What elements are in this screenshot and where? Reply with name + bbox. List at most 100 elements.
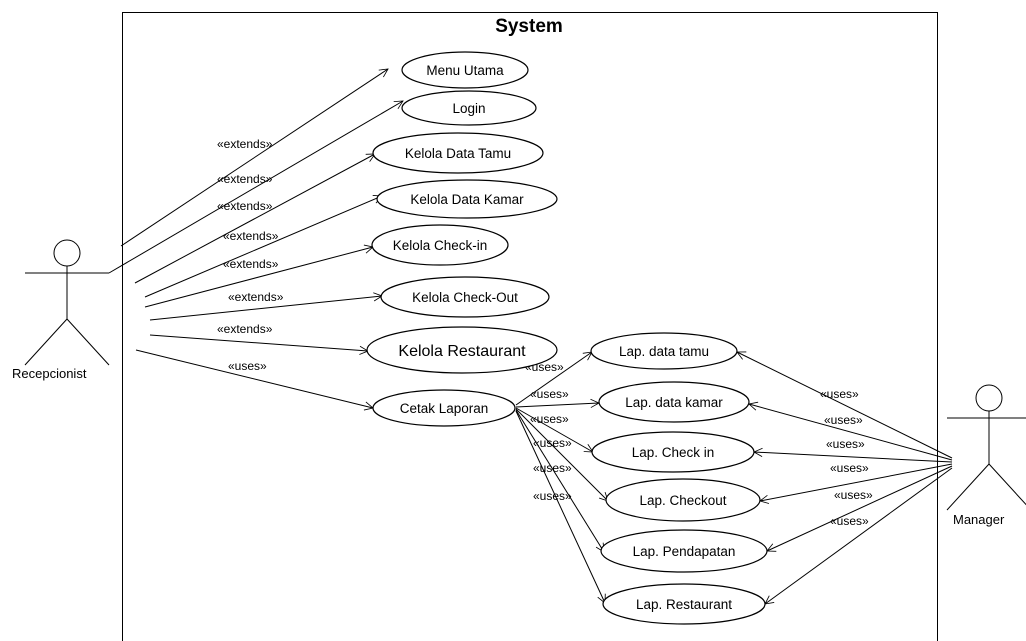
relation-label: «extends» — [217, 322, 273, 336]
relation-receptionist-to-kelola-data-kamar: «extends» — [144, 196, 382, 298]
use-case-label: Lap. Restaurant — [636, 597, 732, 612]
use-case-lap-data-kamar: Lap. data kamar — [598, 381, 750, 423]
use-case-ellipse — [372, 132, 544, 174]
relation-manager-to-lap-pendapatan: «uses» — [767, 465, 953, 551]
relation-arrow — [149, 334, 368, 351]
relation-arrow — [767, 465, 953, 551]
relation-label: «uses» — [830, 461, 869, 475]
use-case-ellipse — [605, 478, 761, 522]
use-case-cetak-laporan: Cetak Laporan — [372, 389, 516, 427]
relation-arrow — [515, 409, 604, 552]
use-case-label: Login — [452, 101, 485, 116]
relation-cetak-laporan-to-lap-pendapatan: «uses» — [515, 409, 604, 552]
use-case-label: Lap. data kamar — [625, 395, 723, 410]
relation-receptionist-to-kelola-restaurant: «extends» — [149, 322, 368, 351]
use-case-label: Kelola Restaurant — [398, 343, 526, 360]
use-case-kelola-data-tamu: Kelola Data Tamu — [372, 132, 544, 174]
actor-right-leg — [66, 318, 110, 366]
relation-arrow — [737, 352, 953, 459]
relation-manager-to-lap-checkout: «uses» — [760, 461, 953, 501]
relation-receptionist-to-menu-utama: «extends» — [120, 69, 388, 247]
relation-manager-to-lap-data-tamu: «uses» — [737, 352, 953, 459]
relation-arrow — [515, 352, 592, 406]
relation-manager-to-lap-check-in: «uses» — [754, 437, 953, 463]
use-case-ellipse — [372, 389, 516, 427]
actor-receptionist: Recepcionist — [12, 239, 110, 381]
relation-arrow — [749, 404, 953, 461]
use-case-lap-pendapatan: Lap. Pendapatan — [600, 529, 768, 573]
actor-label: Recepcionist — [12, 366, 87, 381]
relation-label: «extends» — [217, 199, 273, 213]
use-case-label: Lap. Check in — [632, 445, 715, 460]
use-case-lap-checkout: Lap. Checkout — [605, 478, 761, 522]
relation-label: «uses» — [830, 514, 869, 528]
relations: «extends» «extends» «extends» «extends» «ext… — [108, 69, 953, 604]
relation-label: «uses» — [228, 359, 267, 373]
use-case-ellipse — [590, 332, 738, 370]
use-case-ellipse — [600, 529, 768, 573]
relation-arrow — [754, 452, 953, 463]
relation-cetak-laporan-to-lap-check-in: «uses» — [515, 407, 593, 452]
use-case-label: Kelola Check-Out — [412, 290, 518, 305]
actor-label: Manager — [953, 512, 1005, 527]
use-case-label: Lap. Pendapatan — [633, 544, 736, 559]
relation-arrow — [765, 467, 953, 604]
actor-head — [53, 239, 81, 267]
use-case-login: Login — [401, 90, 537, 126]
relation-label: «extends» — [223, 257, 279, 271]
relation-label: «extends» — [228, 290, 284, 304]
use-case-label: Kelola Data Kamar — [410, 192, 524, 207]
relation-arrow — [144, 247, 373, 308]
use-case-ellipse — [366, 326, 558, 374]
relation-manager-to-lap-data-kamar: «uses» — [749, 404, 953, 461]
use-case-ellipse — [376, 179, 558, 219]
relation-arrow — [135, 349, 373, 408]
use-case-label: Lap. data tamu — [619, 344, 709, 359]
use-case-menu-utama: Menu Utama — [401, 51, 529, 89]
use-case-ellipse — [371, 224, 509, 266]
use-case-label: Lap. Checkout — [639, 493, 726, 508]
relation-receptionist-to-login: «extends» — [108, 101, 403, 274]
actor-left-leg — [946, 463, 990, 511]
use-case-lap-restaurant: Lap. Restaurant — [602, 583, 766, 625]
relation-arrow — [515, 408, 608, 501]
relation-label: «uses» — [530, 387, 569, 401]
use-case-kelola-check-in: Kelola Check-in — [371, 224, 509, 266]
use-case-kelola-data-kamar: Kelola Data Kamar — [376, 179, 558, 219]
relation-label: «uses» — [530, 412, 569, 426]
use-case-kelola-restaurant: Kelola Restaurant — [366, 326, 558, 374]
relation-label: «extends» — [217, 172, 273, 186]
relation-arrow — [515, 403, 599, 407]
relation-cetak-laporan-to-lap-checkout: «uses» — [515, 408, 608, 501]
use-case-lap-check-in: Lap. Check in — [591, 431, 755, 473]
relation-arrow — [515, 410, 605, 603]
actor-left-leg — [24, 318, 68, 366]
relation-arrow — [144, 196, 382, 298]
relation-cetak-laporan-to-lap-data-kamar: «uses» — [515, 387, 599, 407]
relation-arrow — [760, 463, 953, 501]
relation-manager-to-lap-restaurant: «uses» — [765, 467, 953, 604]
relation-arrow — [149, 296, 382, 321]
use-case-ellipse — [401, 51, 529, 89]
relation-arrow — [108, 101, 403, 274]
use-case-label: Kelola Data Tamu — [405, 146, 511, 161]
use-case-ellipse — [380, 276, 550, 318]
relation-cetak-laporan-to-lap-restaurant: «uses» — [515, 410, 605, 603]
relation-arrow — [515, 407, 593, 452]
use-case-ellipse — [401, 90, 537, 126]
system-title: System — [495, 16, 563, 37]
relation-receptionist-to-cetak-laporan: «uses» — [135, 349, 373, 408]
relation-label: «uses» — [834, 488, 873, 502]
relation-label: «uses» — [533, 461, 572, 475]
relation-arrow — [134, 154, 375, 284]
relation-label: «uses» — [824, 413, 863, 427]
relation-receptionist-to-kelola-data-tamu: «extends» — [134, 154, 375, 284]
use-case-ellipse — [598, 381, 750, 423]
use-case-ellipse — [602, 583, 766, 625]
relation-receptionist-to-kelola-check-out: «extends» — [149, 290, 382, 321]
use-case-ellipse — [591, 431, 755, 473]
relation-arrow — [120, 69, 388, 247]
